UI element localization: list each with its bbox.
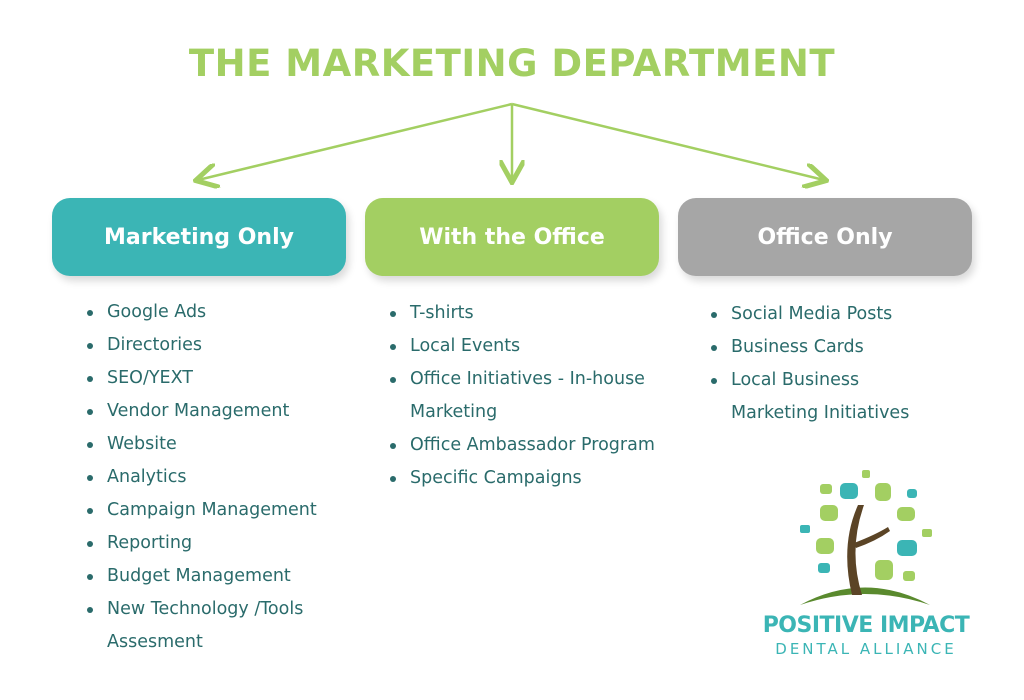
- list-item: Office Ambassador Program: [390, 429, 680, 462]
- list-item: Specific Campaigns: [390, 462, 680, 495]
- list-item: Vendor Management: [87, 395, 347, 428]
- list-item: Reporting: [87, 527, 347, 560]
- arrow-left: [198, 102, 513, 180]
- with-the-office-box: With the Office: [365, 198, 659, 276]
- page-title: THE MARKETING DEPARTMENT: [188, 42, 836, 85]
- list-item: Budget Management: [87, 560, 347, 593]
- list-item: Google Ads: [87, 296, 347, 329]
- list-item: Office Initiatives - In-house Marketing: [390, 363, 670, 429]
- list-item: Website: [87, 428, 347, 461]
- list-item: T-shirts: [390, 297, 680, 330]
- list-item: Local Events: [390, 330, 680, 363]
- tree-logo-icon: [800, 470, 932, 605]
- arrow-right: [511, 102, 824, 180]
- list-item: Directories: [87, 329, 347, 362]
- list-item: New Technology /Tools Assesment: [87, 593, 327, 659]
- office-only-list: Social Media Posts Business Cards Local …: [711, 298, 941, 430]
- list-item: Social Media Posts: [711, 298, 941, 331]
- list-item: Local Business Marketing Initiatives: [711, 364, 931, 430]
- marketing-only-list: Google Ads Directories SEO/YEXT Vendor M…: [87, 296, 347, 659]
- list-item: Campaign Management: [87, 494, 347, 527]
- office-only-box: Office Only: [678, 198, 972, 276]
- list-item: SEO/YEXT: [87, 362, 347, 395]
- with-the-office-list: T-shirts Local Events Office Initiatives…: [390, 297, 680, 495]
- list-item: Business Cards: [711, 331, 941, 364]
- company-logo: POSITIVE IMPACT DENTAL ALLIANCE: [740, 455, 1000, 665]
- marketing-only-box: Marketing Only: [52, 198, 346, 276]
- list-item: Analytics: [87, 461, 347, 494]
- logo-subtitle: DENTAL ALLIANCE: [775, 640, 957, 658]
- connector-arrows: [0, 102, 1024, 200]
- logo-name: POSITIVE IMPACT: [762, 613, 970, 638]
